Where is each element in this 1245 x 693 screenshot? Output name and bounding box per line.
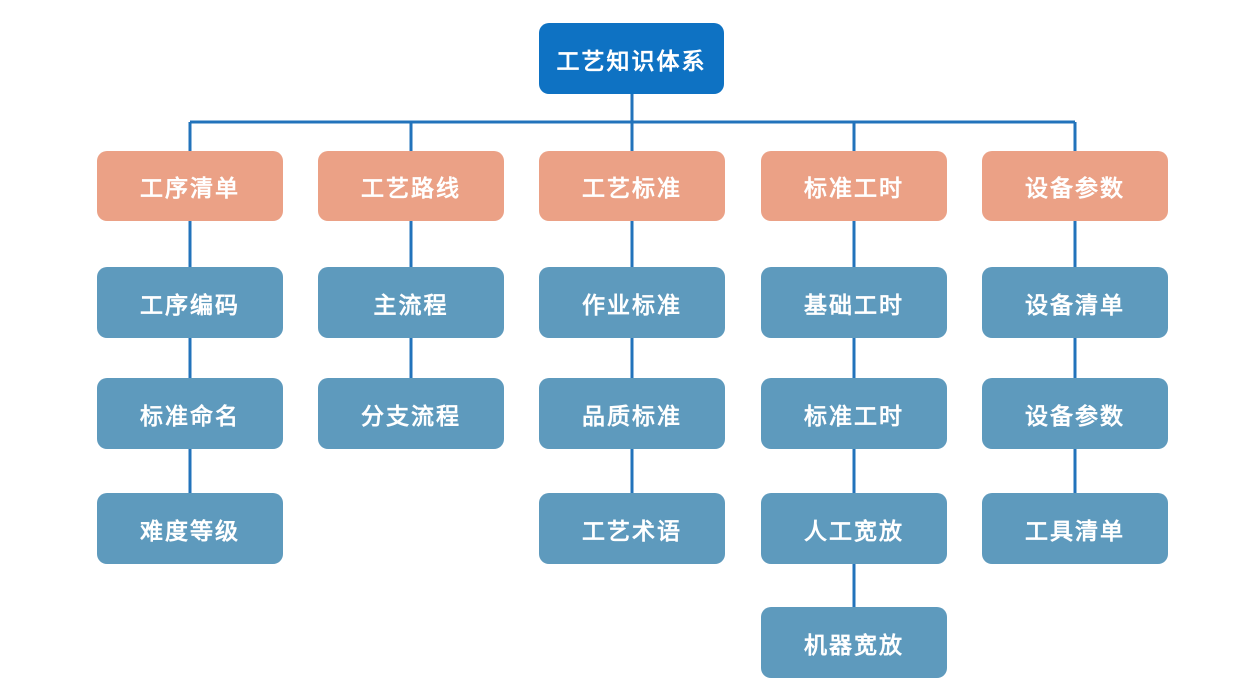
- branch-0-child-2: 难度等级: [97, 493, 283, 564]
- branch-4-child-2: 工具清单: [982, 493, 1168, 564]
- branch-3-header: 标准工时: [761, 151, 947, 221]
- branch-4-header: 设备参数: [982, 151, 1168, 221]
- branch-0-header: 工序清单: [97, 151, 283, 221]
- branch-2-header: 工艺标准: [539, 151, 725, 221]
- branch-2-child-0: 作业标准: [539, 267, 725, 338]
- branch-1-child-1: 分支流程: [318, 378, 504, 449]
- branch-1-child-0: 主流程: [318, 267, 504, 338]
- branch-0-child-0: 工序编码: [97, 267, 283, 338]
- branch-2-child-2: 工艺术语: [539, 493, 725, 564]
- root-node: 工艺知识体系: [539, 23, 724, 94]
- branch-3-child-3: 机器宽放: [761, 607, 947, 678]
- branch-4-child-1: 设备参数: [982, 378, 1168, 449]
- branch-2-child-1: 品质标准: [539, 378, 725, 449]
- branch-3-child-0: 基础工时: [761, 267, 947, 338]
- branch-0-child-1: 标准命名: [97, 378, 283, 449]
- branch-1-header: 工艺路线: [318, 151, 504, 221]
- branch-3-child-1: 标准工时: [761, 378, 947, 449]
- branch-3-child-2: 人工宽放: [761, 493, 947, 564]
- branch-4-child-0: 设备清单: [982, 267, 1168, 338]
